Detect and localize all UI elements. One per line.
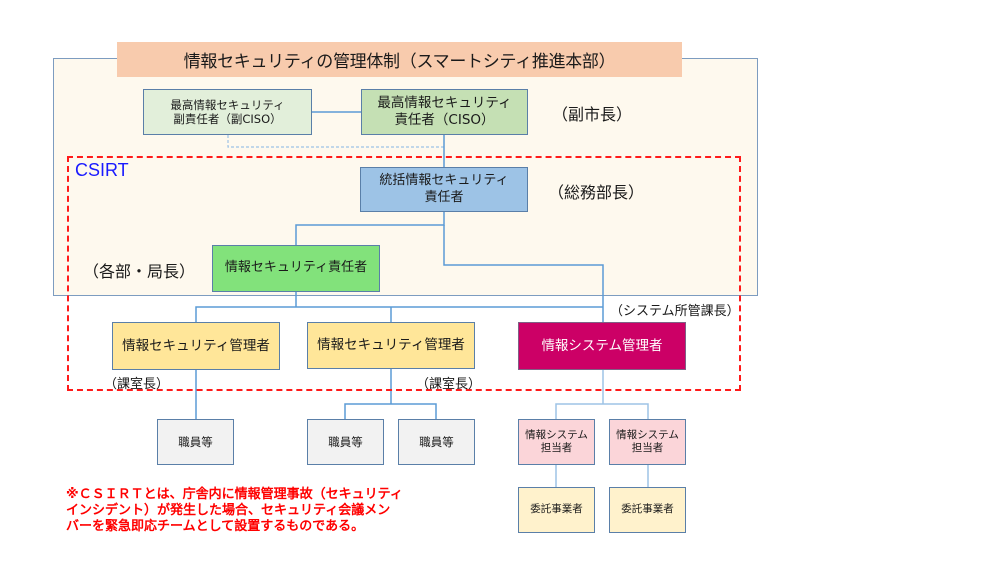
node-supervisor-line1: 統括情報セキュリティ [379,173,509,189]
connector-managers-bar [195,306,603,322]
rank-security-officer: （各部・局長） [83,262,196,281]
node-system-staff: 情報システム 担当者 [609,419,686,465]
node-deputy-ciso-line2: 副責任者（副CISO） [173,112,282,126]
connector-deputy-dashed [227,135,444,148]
connector-supervisor-sysmanager [443,225,604,322]
diagram-title: 情報セキュリティの管理体制（スマートシティ推進本部） [117,42,682,77]
node-system-staff-line2: 担当者 [540,442,573,454]
node-system-staff: 情報システム 担当者 [518,419,595,465]
rank-system-manager: （システム所管課長） [610,304,740,319]
node-deputy-ciso: 最高情報セキュリティ 副責任者（副CISO） [143,89,312,135]
node-system-manager: 情報システム管理者 [518,322,686,370]
csirt-note: ※ＣＳＩＲＴとは、庁舎内に情報管理事故（セキュリティ インシデント）が発生した場… [66,487,466,535]
csirt-note-line: インシデント）が発生した場合、セキュリティ会議メン [66,503,391,518]
node-security-officer: 情報セキュリティ責任者 [212,245,380,292]
connector-staff-bar [344,403,437,419]
node-supervisor: 統括情報セキュリティ 責任者 [360,167,528,212]
node-system-staff-line1: 情報システム [525,428,588,441]
node-staff: 職員等 [307,419,384,465]
rank-manager-2: （課室長） [416,377,482,392]
connector-sysstaff-bar [555,403,649,419]
node-security-manager-2: 情報セキュリティ管理者 [307,322,475,369]
node-supervisor-line2: 責任者 [424,189,464,205]
csirt-note-line: バーを緊急即応チームとして設置するものである。 [66,519,365,534]
rank-ciso: （副市長） [552,105,633,124]
node-staff: 職員等 [157,419,234,465]
node-security-manager-1: 情報セキュリティ管理者 [112,322,280,370]
rank-supervisor: （総務部長） [548,183,645,202]
node-staff: 職員等 [398,419,475,465]
csirt-label: CSIRT [75,160,129,180]
csirt-frame [67,156,741,391]
node-deputy-ciso-line1: 最高情報セキュリティ [170,97,285,112]
node-system-staff-line1: 情報システム [616,428,679,441]
csirt-note-line: ※ＣＳＩＲＴとは、庁舎内に情報管理事故（セキュリティ [66,487,403,502]
node-contractor: 委託事業者 [609,487,686,533]
connector-supervisor-officer [295,212,445,245]
node-system-staff-line2: 担当者 [631,442,664,454]
node-contractor: 委託事業者 [518,487,595,533]
node-ciso: 最高情報セキュリティ 責任者（CISO） [361,89,528,135]
node-ciso-line2: 責任者（CISO） [394,112,495,128]
rank-manager-1: （課室長） [104,377,170,392]
node-ciso-line1: 最高情報セキュリティ [377,95,512,112]
